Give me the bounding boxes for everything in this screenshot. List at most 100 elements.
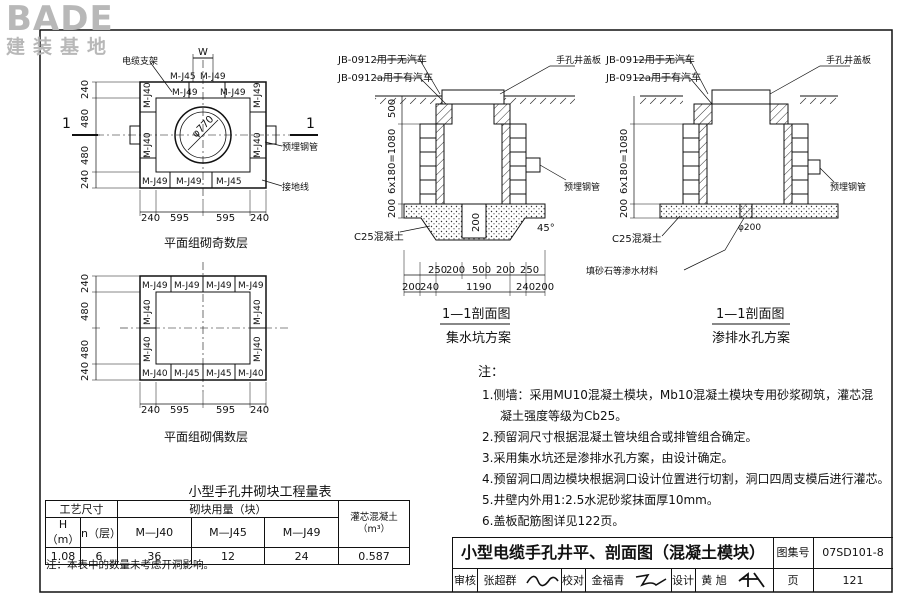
sec-a-dim-l2: 200 [387,199,398,218]
sec-a-jb2: JB-0912a用于有汽车 [337,71,433,84]
plan-even-top-0: M-J49 [142,281,168,291]
plan-even-dim-b1: 595 [170,405,189,416]
plan-even-dim-l3: 240 [80,362,91,381]
notes-title: 注： [478,365,505,380]
plan-even-mid-2: M-J40 [253,299,263,325]
quantity-note: 注：本表中的数量未考虑开洞影响。 [46,559,214,571]
note-line-5: 5.井壁内外用1:2.5水泥砂浆抹面厚10mm。 [482,493,719,507]
plan-even-dim-b2: 595 [216,405,235,416]
brand-logo: BADE 建装基地 [6,2,114,58]
sec-a-b1-1: 200 [446,265,465,276]
sec-b-hole: φ200 [738,223,761,233]
reviewer-signature [523,569,562,592]
plan-odd-mid-0: M-J40 [143,82,153,108]
page-number: 121 [842,574,864,587]
logo-sub-text: 建装基地 [6,36,115,58]
qty-h-n: n（层） [80,517,121,548]
sec-a-b1-3: 200 [496,265,515,276]
qty-c0: 1.08 [45,547,81,565]
quantity-table: 工艺尺寸 砌块用量（块） 灌芯混凝土（m³） H（m） n（层） M—J40 M… [45,500,410,565]
note-line-6: 6.盖板配筋图详见122页。 [482,514,625,528]
plan-even-top-1: M-J49 [174,281,200,291]
notes-block: 注： 1.侧墙：采用MU10混凝土模块，Mb10混凝土模块专用砂浆砌筑，灌芯混 … [478,362,898,532]
sec-a-caption2: 集水坑方案 [446,330,511,346]
plan-odd-mid-1: M-J49 [253,82,263,108]
table-row: 1.08 6 36 12 24 0.587 [45,547,410,565]
plan-odd-mid-3: M-J40 [253,132,263,158]
plan-odd-title: 平面组砌奇数层 [164,235,248,250]
sec-b-jb2: JB-0912a用于有汽车 [605,71,701,84]
plan-even-dim-l2: 480 [80,340,91,359]
plan-even-mid-3: M-J40 [253,336,263,362]
callout-pipe-odd: 预埋钢管 [282,141,318,153]
plan-even-bottom-0: M-J40 [142,369,168,379]
plan-odd-top-0: M-J45 [170,72,196,82]
sec-a-caption1: 1—1剖面图 [442,307,511,322]
qty-h-blocks: 砌块用量（块） [117,500,339,518]
plan-even-dim-l0: 240 [80,274,91,293]
plan-even-bottom-1: M-J45 [174,369,200,379]
plan-odd-dim-b0: 240 [141,213,160,224]
plan-odd-dim-b1: 595 [170,213,189,224]
qty-h-concrete: 灌芯混凝土（m³） [338,500,410,548]
sec-a-jb1: JB-0912用于无汽车 [337,53,427,66]
note-line-3: 3.采用集水坑还是渗排水孔方案，由设计确定。 [482,451,734,465]
checker-name: 金福青 [591,574,625,587]
atlas-number: 07SD101-8 [822,546,884,559]
plan-even-layer: M-J49 M-J49 M-J49 M-J49 M-J40 M-J40 M-J4… [80,262,290,444]
qty-c3: 12 [190,547,266,565]
sec-a-b2-2: 1190 [466,282,491,293]
plan-odd-dim-b3: 240 [250,213,269,224]
sec-a-b2-4: 200 [535,282,554,293]
title-block: 小型电缆手孔井平、剖面图（混凝土模块） 图集号 07SD101-8 审核 张超群… [452,537,893,592]
page-label: 页 [773,569,814,592]
sec-b-caption2: 渗排水孔方案 [712,330,790,346]
sec-a-b2-3: 240 [516,282,535,293]
note-line-4: 4.预留洞口周边模块根据洞口设计位置进行切割，洞口四周支模后进行灌芯。 [482,472,890,486]
callout-cable-bracket: 电缆支架 [122,55,158,67]
reviewer-name: 张超群 [483,574,517,587]
atlas-label: 图集号 [773,538,814,568]
sec-b-dim-l0: 6x180=1080 [619,129,630,194]
drawing-title: 小型电缆手孔井平、剖面图（混凝土模块） [453,538,774,568]
designer-signature [733,569,774,592]
section-seepage: JB-0912用于无汽车 JB-0912a用于有汽车 手孔井盖板 预埋钢管 C2… [586,53,871,346]
plan-odd-w: W [198,47,208,58]
plan-even-dim-l1: 480 [80,302,91,321]
qty-c5: 0.587 [338,547,410,565]
sec-a-sump: 200 [471,213,482,232]
sec-a-b1-2: 500 [472,265,491,276]
sec-a-b1-4: 250 [520,265,539,276]
sec-b-jb1: JB-0912用于无汽车 [605,53,695,66]
sec-a-dim-l1: 6x180=1080 [387,129,398,194]
plan-odd-bottom-2: M-J45 [216,177,242,187]
plan-odd-section-left: 1 [62,116,71,132]
note-line-2: 2.预留洞尺寸根据混凝土管块组合或排管组合确定。 [482,430,758,444]
plan-even-mid-0: M-J40 [143,299,153,325]
checker-signature [631,569,672,592]
quantity-title: 小型手孔井砌块工程量表 [188,485,332,500]
plan-odd-dim-l0: 240 [80,80,91,99]
qty-c4: 24 [264,547,339,565]
sec-b-gravel: 填砂石等渗水材料 [586,265,658,277]
plan-odd-top-1: M-J49 [200,72,226,82]
plan-odd-mid-2: M-J40 [143,132,153,158]
check-label: 校对 [561,569,586,592]
qty-h-j45: M—J45 [190,517,266,548]
plan-even-top-3: M-J49 [238,281,264,291]
sec-a-pipe: 预埋钢管 [564,181,600,193]
qty-c1: 6 [80,547,118,565]
review-label: 审核 [453,569,478,592]
plan-odd-dim-l2: 480 [80,146,91,165]
sec-a-angle: 45° [537,223,555,234]
plan-odd-top-1c: M-J49 [220,88,246,98]
plan-even-bottom-2: M-J45 [206,369,232,379]
sec-a-b2-1: 240 [420,282,439,293]
plan-even-mid-1: M-J40 [143,336,153,362]
designer-name: 黄 旭 [701,574,727,587]
qty-h-j49: M—J49 [264,517,339,548]
plan-odd-dim-b2: 595 [216,213,235,224]
plan-even-bottom-3: M-J40 [238,369,264,379]
sec-a-b1-0: 250 [428,265,447,276]
logo-main-text: BADE [6,0,114,39]
